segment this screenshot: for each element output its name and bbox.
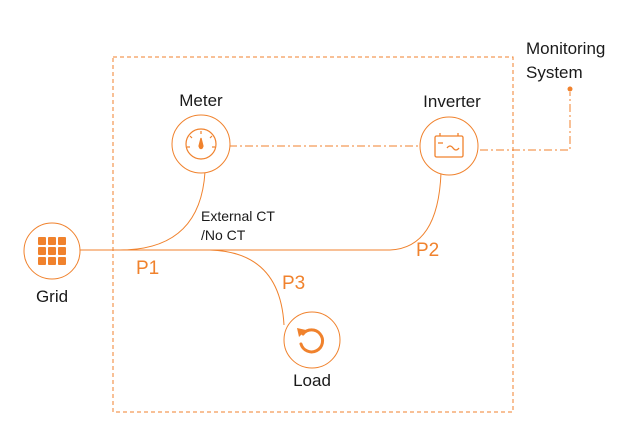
monitoring-endpoint-dot	[567, 86, 573, 92]
power-lines	[77, 171, 442, 326]
inverter-label: Inverter	[423, 92, 481, 111]
monitoring-label-line1: Monitoring	[526, 39, 605, 58]
grid-meter-line	[77, 171, 206, 251]
grid-panel-icon	[38, 237, 66, 265]
point-p2-label: P2	[416, 240, 439, 261]
point-p1-label: P1	[136, 258, 159, 279]
load-label: Load	[293, 371, 331, 390]
inverter-monitoring-comm-line	[480, 92, 571, 151]
monitoring-label-line2: System	[526, 63, 583, 82]
ct-annotation-line2: /No CT	[201, 227, 246, 243]
grid-label: Grid	[36, 287, 68, 306]
load-node: Load	[283, 311, 341, 390]
grid-load-line	[209, 249, 285, 326]
load-node-circle	[283, 311, 341, 369]
inverter-node: Inverter	[419, 92, 481, 176]
ct-annotation-line1: External CT	[201, 208, 275, 224]
point-p3-label: P3	[282, 273, 305, 294]
meter-node: Meter	[171, 91, 231, 174]
refresh-cycle-icon	[297, 328, 325, 354]
grid-inverter-line	[77, 172, 442, 251]
system-boundary-box	[112, 56, 514, 413]
grid-node: Grid	[23, 222, 81, 306]
meter-label: Meter	[179, 91, 223, 110]
battery-inverter-icon	[434, 133, 464, 158]
gauge-icon	[185, 128, 217, 160]
communication-lines	[229, 86, 573, 151]
